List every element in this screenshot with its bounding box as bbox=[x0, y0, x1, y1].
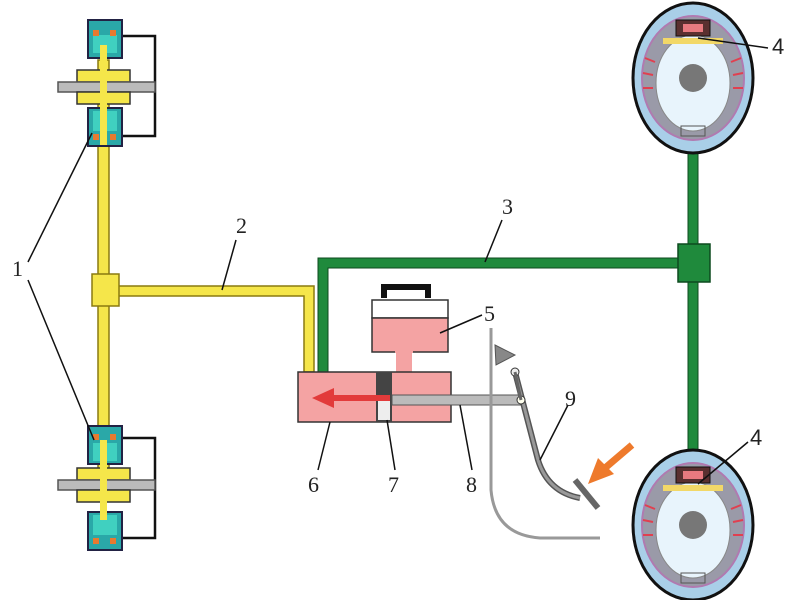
label-5: 5 bbox=[484, 301, 495, 326]
fluid-reservoir bbox=[371, 317, 449, 353]
label-2: 2 bbox=[236, 213, 247, 238]
front-caliper-bottom bbox=[57, 425, 157, 551]
rear-drum-top bbox=[631, 1, 755, 155]
front-caliper-top bbox=[57, 19, 157, 147]
rear-junction bbox=[677, 243, 711, 283]
label-3: 3 bbox=[502, 194, 513, 219]
label-4-top: 4 bbox=[772, 34, 785, 59]
label-7: 7 bbox=[388, 472, 399, 497]
label-4-bottom: 4 bbox=[750, 425, 763, 450]
master-cylinder bbox=[297, 284, 523, 423]
front-junction bbox=[91, 273, 120, 307]
pedal-force-arrow-icon bbox=[588, 442, 635, 484]
leader-lines bbox=[27, 37, 769, 485]
rear-drum-bottom bbox=[631, 448, 755, 600]
label-8: 8 bbox=[466, 472, 477, 497]
label-9: 9 bbox=[565, 386, 576, 411]
push-rod bbox=[391, 394, 523, 406]
brake-pedal bbox=[489, 328, 601, 540]
flow-arrow-icon bbox=[312, 388, 390, 408]
label-6: 6 bbox=[308, 472, 319, 497]
label-1: 1 bbox=[12, 256, 23, 281]
front-brake-line bbox=[91, 59, 315, 501]
